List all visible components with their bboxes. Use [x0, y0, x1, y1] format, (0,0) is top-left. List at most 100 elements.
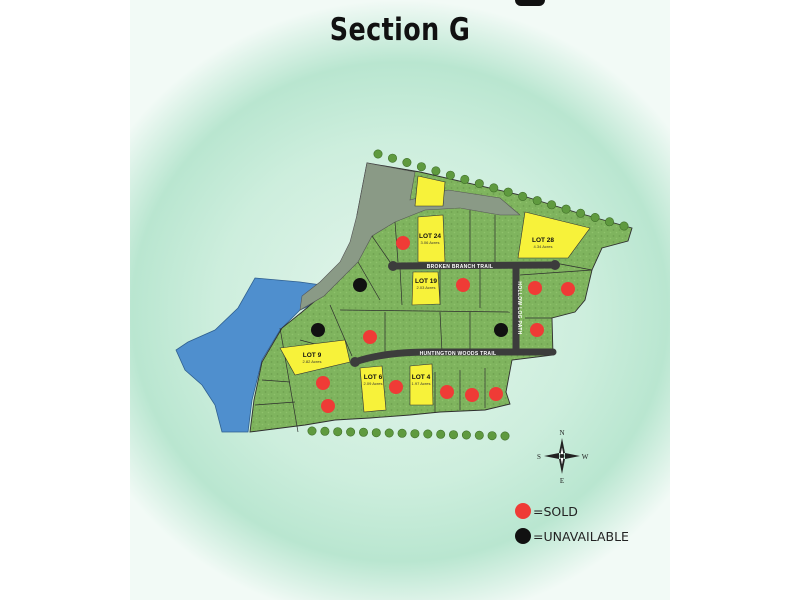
lot-boundaries: [254, 210, 593, 433]
lot-28-acres: 4.34 Acres: [534, 244, 553, 249]
sold-marker: [389, 380, 403, 394]
tree-icon: [461, 430, 471, 440]
tree-icon: [423, 429, 433, 439]
tree-icon: [604, 217, 614, 227]
compass-east-point: [565, 453, 580, 459]
tree-icon: [346, 427, 356, 437]
tree-icon: [489, 183, 499, 193]
sold-marker: [465, 388, 479, 402]
lot-9-acres: 2.82 Acres: [303, 359, 322, 364]
tree-icon: [474, 430, 484, 440]
roads: [350, 260, 560, 367]
tree-icon: [436, 429, 446, 439]
legend-unavailable-label: =UNAVAILABLE: [533, 528, 629, 544]
tree-icon: [402, 158, 412, 168]
sold-dot-icon: [515, 503, 531, 519]
tree-icon: [416, 162, 426, 172]
broken-branch-trail-label: BROKEN BRANCH TRAIL: [427, 264, 494, 270]
compass-north-point: [559, 438, 565, 453]
lot-19-label: LOT 19: [415, 278, 437, 285]
compass-s: S: [537, 453, 541, 461]
tree-icon: [518, 191, 528, 201]
sold-marker: [528, 281, 542, 295]
lot-24-acres: 3.06 Acres: [421, 240, 440, 245]
legend-sold-label: =SOLD: [533, 503, 578, 519]
lot-19-acres: 2.03 Acres: [417, 285, 436, 290]
lot-4-shape: [409, 363, 434, 406]
unavailable-marker: [311, 323, 325, 337]
lot-6-shape: [359, 365, 387, 413]
lot-4-acres: 1.97 Acres: [412, 381, 431, 386]
compass-w: W: [582, 453, 589, 461]
lot-28-shape: [517, 211, 591, 259]
tree-icon: [503, 187, 513, 197]
lot-6-acres: 2.09 Acres: [364, 381, 383, 386]
lot-4-label: LOT 4: [412, 374, 431, 381]
lot-9-label: LOT 9: [303, 352, 322, 359]
tree-icon: [445, 170, 455, 180]
tree-icon: [547, 200, 557, 210]
tree-icon: [487, 431, 497, 441]
tree-icon: [474, 179, 484, 189]
lot-top-shape: [414, 175, 446, 207]
page-title: Section G: [329, 12, 471, 48]
sold-marker: [396, 236, 410, 250]
road-end-south: [350, 357, 360, 367]
tree-row-south: [307, 426, 510, 441]
lot-24-label: LOT 24: [419, 233, 441, 240]
compass-south-point: [559, 459, 565, 474]
legend: =SOLD =UNAVAILABLE: [515, 500, 629, 550]
compass-west-point: [544, 453, 559, 459]
sold-markers: [316, 236, 575, 413]
huntington-woods-trail-road: [351, 348, 557, 366]
unavailable-marker: [353, 278, 367, 292]
unavailable-markers: [311, 278, 508, 337]
sold-marker: [456, 278, 470, 292]
sold-marker: [321, 399, 335, 413]
broken-branch-trail-road: [389, 261, 559, 270]
tree-icon: [333, 427, 343, 437]
sold-marker: [440, 385, 454, 399]
road-end-west: [388, 261, 398, 271]
tree-icon: [576, 208, 586, 218]
unavailable-dot-icon: [515, 528, 531, 544]
tree-icon: [373, 149, 383, 159]
tree-icon: [590, 213, 600, 223]
sold-marker: [530, 323, 544, 337]
tree-icon: [532, 196, 542, 206]
tree-icon: [384, 428, 394, 438]
sold-marker: [561, 282, 575, 296]
hollow-log-path-label: HOLLOW LOG PATH: [516, 281, 522, 334]
lot-24-shape: [417, 214, 446, 263]
sold-marker: [489, 387, 503, 401]
sold-marker: [316, 376, 330, 390]
tree-icon: [561, 204, 571, 214]
tree-row-north: [373, 149, 629, 231]
tree-icon: [397, 428, 407, 438]
legend-unavailable: =UNAVAILABLE: [515, 525, 629, 547]
compass-rose: N S E W: [537, 429, 589, 485]
tree-icon: [448, 430, 458, 440]
tree-icon: [320, 426, 330, 436]
lot-19-shape: [411, 271, 441, 306]
tree-icon: [358, 427, 368, 437]
road-end-east: [550, 260, 560, 270]
cropped-title-fragment: [515, 0, 545, 6]
huntington-woods-trail-label: HUNTINGTON WOODS TRAIL: [420, 351, 497, 357]
tree-icon: [460, 174, 470, 184]
tree-icon: [410, 429, 420, 439]
tree-icon: [387, 153, 397, 163]
sold-marker: [363, 330, 377, 344]
tree-icon: [431, 166, 441, 176]
tree-icon: [307, 426, 317, 436]
tree-icon: [500, 431, 510, 441]
compass-n: N: [559, 429, 564, 437]
unavailable-marker: [494, 323, 508, 337]
lot-28-label: LOT 28: [532, 237, 554, 244]
tree-icon: [619, 221, 629, 231]
legend-sold: =SOLD: [515, 500, 629, 522]
compass-e: E: [560, 477, 564, 485]
tree-icon: [371, 428, 381, 438]
lot-6-label: LOT 6: [364, 374, 383, 381]
